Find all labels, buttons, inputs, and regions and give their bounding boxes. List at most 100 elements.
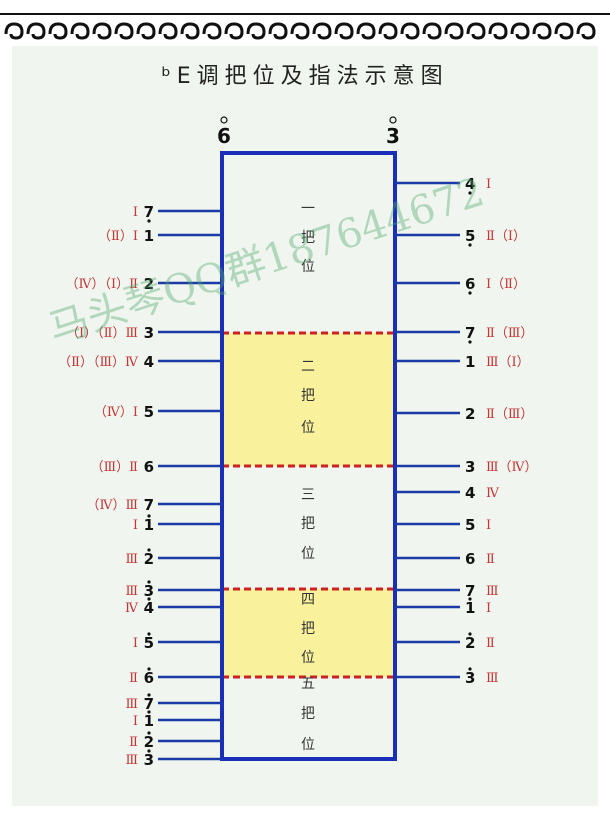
border-scroll — [532, 22, 552, 40]
left-note-number: 7 — [144, 695, 154, 713]
position-label-1: 位 — [301, 259, 315, 275]
left-note-number: 6 — [144, 669, 154, 687]
left-note-number: 7 — [144, 203, 154, 221]
octave-dot-icon — [147, 693, 151, 697]
position-label-5: 把 — [301, 706, 315, 722]
right-note-fingering: Ⅰ — [486, 177, 491, 192]
left-note-fingering: （Ⅳ）Ⅰ — [94, 405, 138, 420]
right-note-number: 2 — [465, 634, 475, 652]
left-note-fingering: （Ⅲ）Ⅱ — [91, 460, 139, 475]
left-note-number: 5 — [144, 403, 154, 421]
octave-dot-icon — [468, 667, 472, 671]
left-note-number: 5 — [144, 634, 154, 652]
left-note-fingering: Ⅲ — [125, 697, 138, 712]
position-label-5: 位 — [301, 737, 315, 753]
border-scroll — [246, 22, 266, 40]
right-note-number: 5 — [465, 516, 475, 534]
border-scroll — [224, 22, 244, 40]
left-note-number: 1 — [144, 516, 154, 534]
position-label-3: 把 — [301, 516, 315, 532]
border-scroll — [136, 22, 156, 40]
border-scroll — [290, 22, 310, 40]
right-note-fingering: Ⅰ — [486, 518, 491, 533]
left-note-number: 1 — [144, 712, 154, 730]
border-scroll — [48, 22, 68, 40]
position-label-3: 三 — [301, 487, 315, 503]
right-note-fingering: Ⅱ（Ⅲ） — [486, 407, 533, 422]
position-label-2: 位 — [301, 420, 315, 436]
open-string-icon — [389, 116, 397, 124]
left-note-fingering: Ⅲ — [125, 584, 138, 599]
right-note-number: 4 — [465, 175, 475, 193]
left-note-fingering: （Ⅳ）（Ⅰ）Ⅱ — [66, 277, 139, 292]
left-note-fingering: （Ⅰ）（Ⅱ）Ⅲ — [66, 326, 138, 341]
position-label-4: 把 — [301, 621, 315, 637]
border-scroll — [158, 22, 178, 40]
border-scroll — [4, 22, 24, 40]
open-string-icon — [220, 116, 228, 124]
position-label-4: 四 — [301, 592, 315, 608]
octave-dot-icon — [468, 340, 472, 344]
border-scroll — [70, 22, 90, 40]
left-note-number: 3 — [144, 324, 154, 342]
left-note-number: 4 — [144, 353, 154, 371]
left-note-number: 1 — [144, 227, 154, 245]
left-note-number: 3 — [144, 751, 154, 769]
border-scroll — [356, 22, 376, 40]
top-right-label: 3 — [386, 124, 400, 148]
border-scroll — [92, 22, 112, 40]
left-note-fingering: （Ⅱ）Ⅰ — [98, 229, 138, 244]
border-scroll — [312, 22, 332, 40]
right-note-fingering: Ⅲ — [486, 671, 499, 686]
left-note-number: 2 — [144, 733, 154, 751]
border-scroll — [554, 22, 574, 40]
left-note-number: 2 — [144, 275, 154, 293]
border-scroll — [444, 22, 464, 40]
right-note-fingering: Ⅲ（Ⅳ） — [486, 460, 538, 475]
right-note-number: 6 — [465, 275, 475, 293]
octave-dot-icon — [468, 632, 472, 636]
border-scroll — [268, 22, 288, 40]
right-note-number: 4 — [465, 484, 475, 502]
border-scroll — [114, 22, 134, 40]
right-note-number: 2 — [465, 405, 475, 423]
border-scroll — [202, 22, 222, 40]
border-scroll — [334, 22, 354, 40]
right-note-number: 1 — [465, 599, 475, 617]
left-note-number: 6 — [144, 458, 154, 476]
octave-dot-icon — [147, 710, 151, 714]
octave-dot-icon — [147, 749, 151, 753]
page-title: ᵇE调把位及指法示意图 — [161, 64, 449, 89]
border-scroll — [422, 22, 442, 40]
right-note-fingering: Ⅰ（Ⅱ） — [486, 277, 526, 292]
right-note-number: 5 — [465, 227, 475, 245]
left-note-fingering: （Ⅱ）（Ⅲ）Ⅳ — [58, 355, 139, 370]
right-note-fingering: Ⅳ — [486, 486, 500, 501]
right-note-number: 7 — [465, 582, 475, 600]
border-scroll — [466, 22, 486, 40]
octave-dot-icon — [468, 291, 472, 295]
octave-dot-icon — [147, 632, 151, 636]
right-note-fingering: Ⅲ — [486, 584, 499, 599]
right-note-number: 3 — [465, 458, 475, 476]
fingerboard-box — [220, 151, 397, 761]
octave-dot-icon — [147, 548, 151, 552]
left-note-fingering: Ⅰ — [133, 714, 138, 729]
position-label-3: 位 — [301, 546, 315, 562]
right-note-number: 1 — [465, 353, 475, 371]
border-scroll — [378, 22, 398, 40]
right-note-fingering: Ⅱ（Ⅰ） — [486, 229, 526, 244]
position-label-1: 一 — [301, 201, 315, 217]
octave-dot-icon — [147, 667, 151, 671]
position-2-highlight — [222, 333, 395, 466]
right-note-fingering: Ⅰ — [486, 601, 491, 616]
left-note-fingering: Ⅰ — [133, 205, 138, 220]
left-note-fingering: Ⅳ — [125, 601, 139, 616]
left-note-number: 3 — [144, 582, 154, 600]
top-left-label: 6 — [217, 124, 231, 148]
border-scroll — [180, 22, 200, 40]
octave-dot-icon — [468, 597, 472, 601]
border-scroll — [576, 22, 596, 40]
position-label-5: 五 — [301, 676, 315, 692]
border-scroll — [510, 22, 530, 40]
